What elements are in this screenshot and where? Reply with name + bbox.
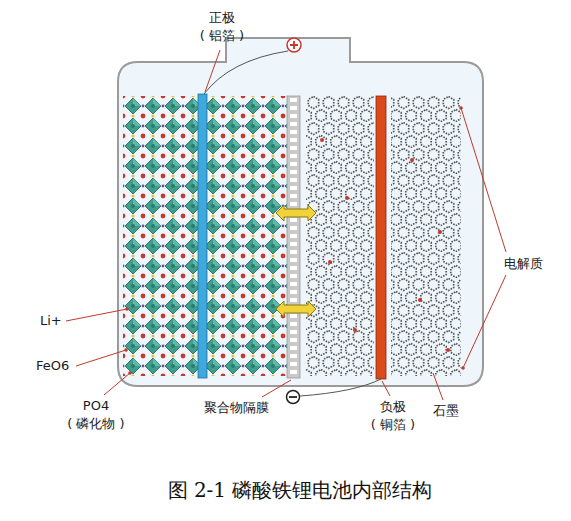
leader-dot bbox=[459, 106, 463, 110]
leader-dot bbox=[461, 366, 465, 370]
material-label: ( 铜箔 ) bbox=[371, 417, 415, 433]
leader-dots bbox=[124, 106, 465, 375]
lithium-ion bbox=[353, 328, 357, 332]
negative-terminal bbox=[287, 391, 300, 404]
figure-caption: 图 2-1 磷酸铁锂电池内部结构 bbox=[168, 478, 433, 502]
double-arrow bbox=[276, 205, 316, 221]
leader-dot bbox=[128, 371, 132, 375]
electrolyte-label: 电解质 bbox=[504, 256, 543, 272]
lithium-ion bbox=[328, 260, 332, 264]
leader-line bbox=[433, 373, 443, 400]
lithium-ion bbox=[345, 196, 349, 200]
phosphate-label: PO4 bbox=[83, 398, 109, 414]
separator-label: 聚合物隔膜 bbox=[204, 400, 269, 416]
positive-wire bbox=[204, 51, 288, 94]
leader-dot bbox=[124, 348, 128, 352]
graphite-layer bbox=[391, 96, 461, 376]
minus-circle bbox=[287, 391, 300, 404]
leader-line bbox=[382, 381, 390, 396]
copper-foil bbox=[376, 96, 386, 379]
double-arrow bbox=[276, 301, 316, 317]
octahedron-label: FeO6 bbox=[36, 358, 69, 374]
negative-wire bbox=[300, 379, 381, 396]
leader-line bbox=[205, 50, 220, 92]
leader-line bbox=[461, 108, 506, 252]
leader-line bbox=[66, 309, 127, 321]
aluminium-foil bbox=[198, 94, 207, 378]
graphite-layer bbox=[306, 96, 374, 376]
leader-line bbox=[262, 380, 291, 397]
plus-sign bbox=[290, 41, 298, 49]
minus-sign bbox=[289, 396, 297, 398]
leader-line bbox=[463, 275, 506, 368]
lithium-ion bbox=[438, 230, 442, 234]
material-label: ( 磷化物 ) bbox=[67, 416, 124, 432]
plus-circle bbox=[287, 38, 301, 52]
material-label: ( 铝箔 ) bbox=[200, 28, 244, 44]
leader-line bbox=[76, 350, 126, 366]
electrode-label: 负极 bbox=[380, 399, 406, 415]
electrode-label: 正极 bbox=[209, 10, 235, 26]
leader-line bbox=[104, 373, 130, 395]
lithium-ion bbox=[446, 348, 450, 352]
polymer-separator bbox=[287, 96, 300, 378]
leader-lines bbox=[66, 50, 506, 400]
positive-terminal bbox=[287, 38, 301, 52]
lithium-ion bbox=[320, 138, 324, 142]
graphite-label: 石墨 bbox=[433, 403, 459, 419]
ion-arrows bbox=[276, 205, 316, 317]
ion-label: Li+ bbox=[40, 313, 62, 329]
battery-housing bbox=[118, 38, 483, 386]
lithium-ion bbox=[410, 158, 414, 162]
leader-dot bbox=[125, 307, 129, 311]
lithium-ion bbox=[418, 298, 422, 302]
